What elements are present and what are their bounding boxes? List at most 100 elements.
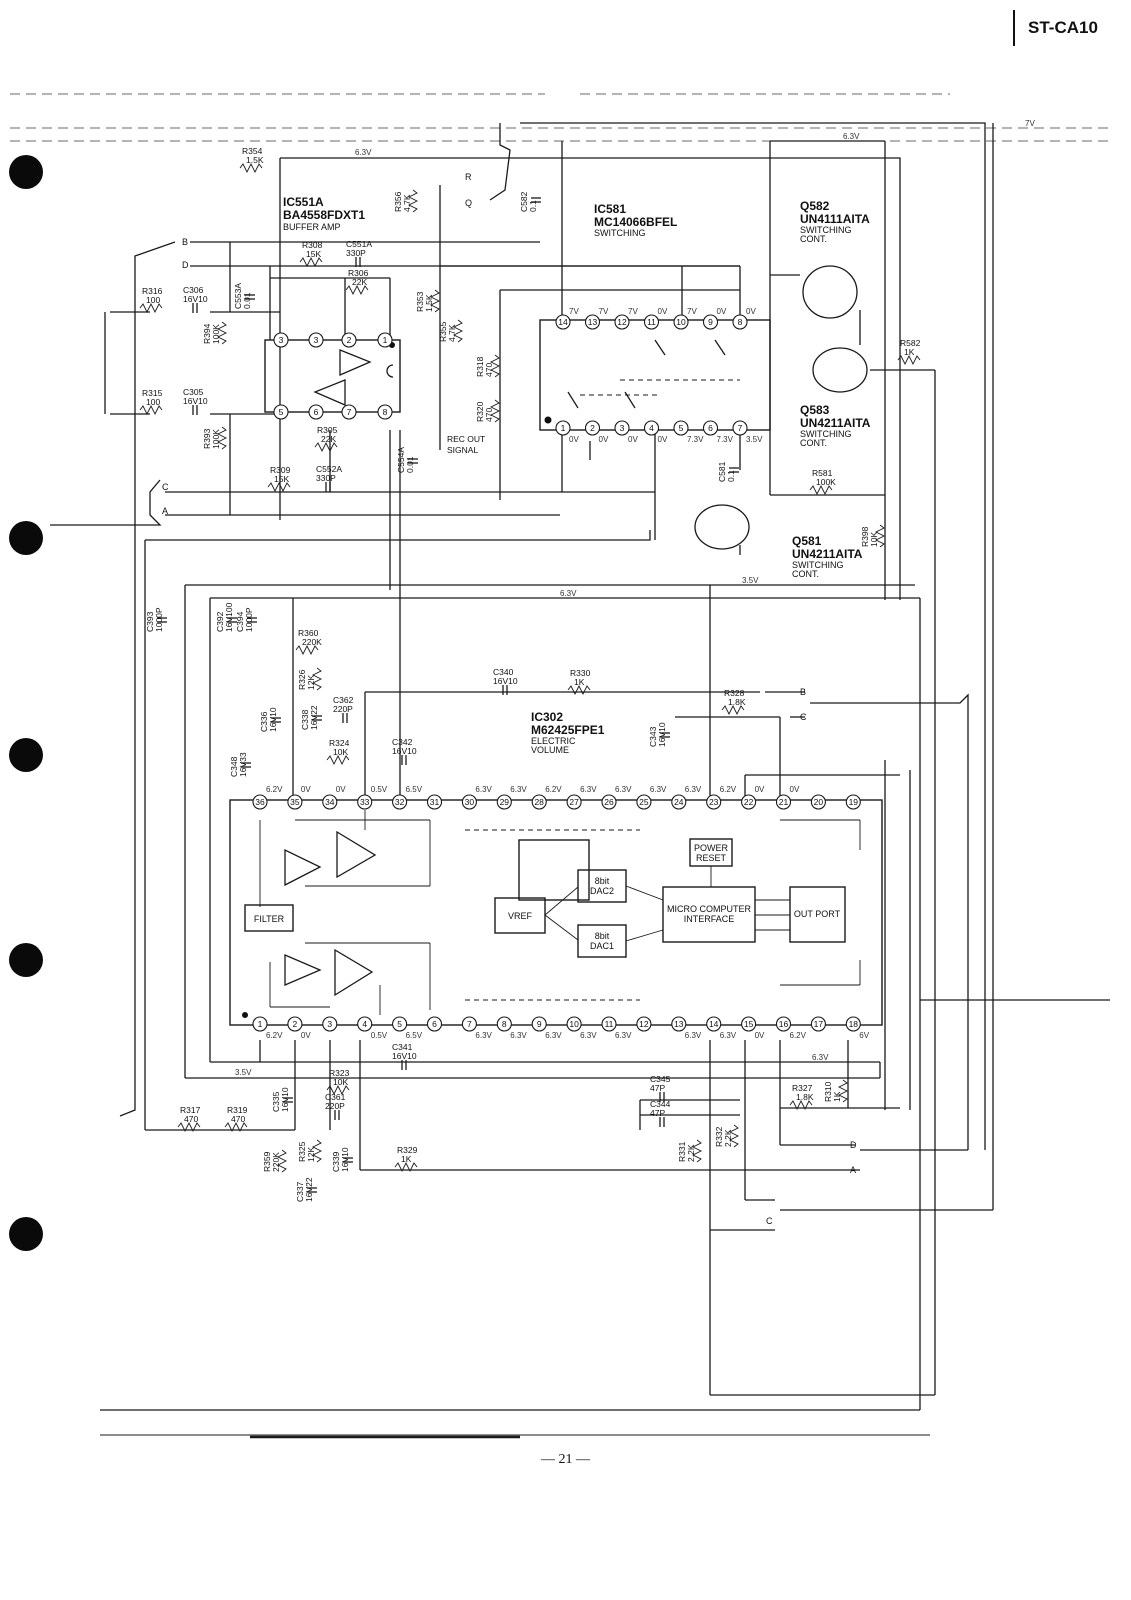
component-ref: R360 xyxy=(298,628,319,638)
component-ref: C338 xyxy=(300,709,310,730)
resistor-symbol xyxy=(452,319,464,343)
ic302-pin-number: 2 xyxy=(293,1019,298,1029)
ic302-pin-voltage: 0V xyxy=(301,1031,311,1040)
component-ref: R310 xyxy=(823,1081,833,1102)
ic302-pin-voltage: 0.5V xyxy=(371,1031,388,1040)
ic302-pin-voltage: 6.3V xyxy=(475,785,492,794)
ic302-pin-voltage: 6.3V xyxy=(475,1031,492,1040)
rail-voltages: 6.3V 7V 6.3V 6.3V 3.5V 6.3V 3.5V xyxy=(235,119,1035,1077)
ic302-pin-circle xyxy=(636,794,652,810)
binder-hole xyxy=(9,1217,43,1251)
component-ref: R332 xyxy=(714,1126,724,1147)
binder-hole xyxy=(9,943,43,977)
component-ref: C393 xyxy=(145,611,155,632)
component-ref: C341 xyxy=(392,1042,413,1052)
ic581-pin-circle xyxy=(555,314,571,330)
component-ref: C582 xyxy=(519,191,529,212)
ic581-pin-circle xyxy=(673,314,689,330)
ic581-pin-number: 5 xyxy=(679,423,684,433)
rail-voltage: 7V xyxy=(1025,119,1035,128)
ic581-pin-voltage: 0V xyxy=(746,307,756,316)
component-value: 0.01 xyxy=(405,456,415,473)
ic581-pin-voltage: 0V xyxy=(569,435,579,444)
mcu-label-line2: INTERFACE xyxy=(684,914,735,924)
resistor-symbol xyxy=(874,524,886,548)
connector-ports: R Q B D C A B C D A C xyxy=(162,172,857,1226)
component-value: 16V22 xyxy=(309,705,319,730)
component-value: 2.2K xyxy=(686,1144,696,1162)
resistor-symbol xyxy=(267,481,291,493)
ic-labels: IC551A BA4558FDXT1 BUFFER AMP IC581 MC14… xyxy=(283,195,871,755)
dac2-label-line2: DAC2 xyxy=(590,886,614,896)
q581-ref: Q581 xyxy=(792,534,822,548)
resistor-symbol xyxy=(326,1084,350,1096)
component-value: 16V10 xyxy=(280,1087,290,1112)
ic302-pin-circle xyxy=(392,1016,408,1032)
ic302-pin-circle xyxy=(357,1016,373,1032)
ic302-pin-circle xyxy=(706,1016,722,1032)
component-ref: C337 xyxy=(295,1181,305,1202)
ic551-pin: 2 xyxy=(347,335,352,345)
power-reset-line2: RESET xyxy=(696,853,727,863)
resistor-symbol xyxy=(429,289,441,313)
ic302-pin-circle xyxy=(775,794,792,810)
ic302-pin-number: 36 xyxy=(255,797,265,807)
component-value: 1.5K xyxy=(424,294,434,312)
ic551a-ref: IC551A xyxy=(283,195,324,209)
rec-out-line2: SIGNAL xyxy=(447,445,478,455)
component-ref: C554A xyxy=(396,447,406,473)
ic551-pin: 7 xyxy=(347,407,352,417)
component-value: 16V10 xyxy=(268,707,278,732)
component-value: 1K xyxy=(904,347,915,357)
component-ref: R355 xyxy=(438,321,448,342)
ic581-pin-number: 12 xyxy=(617,317,627,327)
component-value: 16V10 xyxy=(392,1051,417,1061)
component-ref: R323 xyxy=(329,1068,350,1078)
component-ref: C306 xyxy=(183,285,204,295)
ic581-ref: IC581 xyxy=(594,202,626,216)
resistor-symbol xyxy=(139,404,163,416)
ic302-pin-voltage: 6.2V xyxy=(545,785,562,794)
component-value: 15K xyxy=(306,249,321,259)
power-reset-line1: POWER xyxy=(694,843,729,853)
ic302-pin-circle xyxy=(426,1016,443,1032)
ic302-pin-number: 29 xyxy=(500,797,510,807)
ic302-pin-number: 33 xyxy=(360,797,370,807)
ic302-pin-number: 12 xyxy=(639,1019,649,1029)
sheet-border-lines xyxy=(10,93,1110,1439)
ic581-function: SWITCHING xyxy=(594,228,646,238)
component-value: 220K xyxy=(302,637,322,647)
port-d-left: D xyxy=(182,260,189,270)
ic581-pin-voltage: 0V xyxy=(628,435,638,444)
port-c-bottom: C xyxy=(766,1216,773,1226)
ic302-pin-circle xyxy=(287,1016,303,1032)
component-ref: R582 xyxy=(900,338,921,348)
ic302-pin-number: 5 xyxy=(397,1019,402,1029)
ic302-pin-circle xyxy=(810,794,826,810)
ic302-pin-voltage: 6.3V xyxy=(580,1031,597,1040)
component-value: 16V10 xyxy=(183,294,208,304)
ic551-pin: 5 xyxy=(279,407,284,417)
ic302-pin-voltage: 6.5V xyxy=(406,785,423,794)
resistor-symbol xyxy=(394,1161,418,1173)
ic551-pin: 3 xyxy=(314,335,319,345)
q583-part: UN4211AITA xyxy=(800,416,871,430)
ic302-pin-number: 10 xyxy=(569,1019,579,1029)
ic302-pin-number: 19 xyxy=(849,797,859,807)
ic302-pin-circle xyxy=(810,1016,826,1032)
component-value: 4.7K xyxy=(402,194,412,212)
